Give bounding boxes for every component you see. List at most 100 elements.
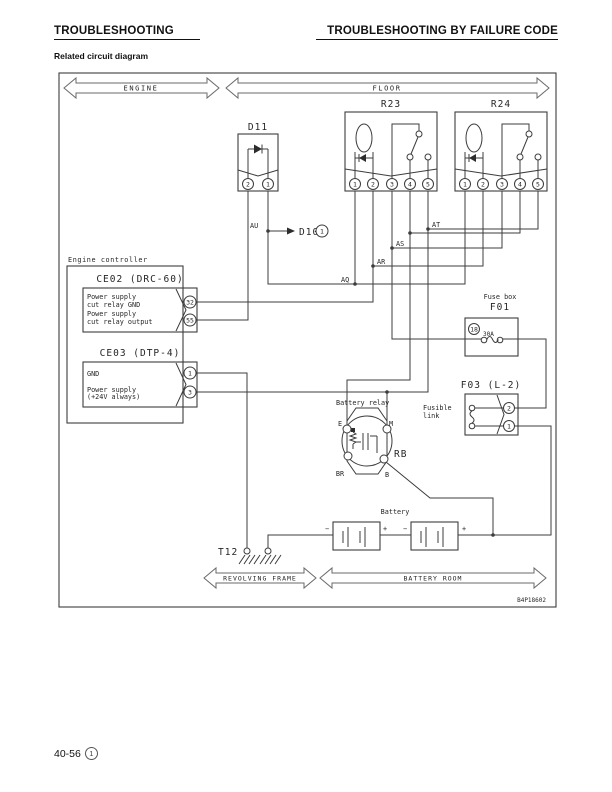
f01-label: F01 bbox=[490, 302, 510, 313]
wire-labels: AU AT AS AR AQ bbox=[250, 221, 440, 284]
zone-arrow-engine: ENGINE bbox=[63, 76, 220, 100]
battery-relay-terminal-br: BR bbox=[336, 470, 345, 478]
wire-gnd-ce03 bbox=[196, 372, 248, 548]
fuse-box-label: Fuse box bbox=[484, 293, 517, 301]
engine-controller-label: Engine controller bbox=[68, 256, 148, 264]
t12-label: T12 bbox=[218, 547, 238, 558]
wire-label-aq: AQ bbox=[341, 276, 349, 284]
ce02-pin-55: 55 bbox=[186, 317, 194, 325]
battery-cells-icon bbox=[342, 527, 366, 547]
wire-label-at: AT bbox=[432, 221, 440, 229]
component-engine-controller: Engine controller CE02 (DRC-60) Power su… bbox=[66, 256, 198, 424]
edition-badge: 1 bbox=[84, 747, 98, 760]
component-fuse-box-f01: Fuse box F01 18 30A bbox=[464, 293, 519, 357]
zone-label-battery-room: BATTERY ROOM bbox=[404, 575, 463, 583]
connector-ce03: CE03 (DTP-4) GND Power supply (+24V alwa… bbox=[82, 348, 198, 408]
wiring bbox=[196, 191, 552, 548]
d10-arrowhead-icon bbox=[287, 227, 295, 235]
wire-label-as: AS bbox=[396, 240, 404, 248]
wire-net-as-fuse bbox=[391, 248, 481, 340]
component-d11: D11 2 1 bbox=[237, 122, 279, 192]
page-header-left: TROUBLESHOOTING bbox=[54, 25, 200, 40]
battery-label: Battery bbox=[381, 508, 410, 516]
d10-label: D10 bbox=[299, 227, 319, 238]
ce02-pin2-desc1: Power supply bbox=[87, 310, 136, 318]
fusible-link-icon bbox=[469, 410, 475, 424]
component-f03: F03 (L-2) Fusible link 2 1 bbox=[423, 380, 521, 436]
ce02-pin-32: 32 bbox=[186, 299, 194, 307]
r23-label: R23 bbox=[381, 99, 401, 110]
component-d10-ref: D10 1 bbox=[299, 224, 329, 238]
f03-terminal-1: 1 bbox=[507, 423, 511, 431]
wire-b-terminal bbox=[385, 461, 494, 535]
battery-sign-minus-1: − bbox=[325, 525, 329, 533]
r23-terminal-1: 1 bbox=[353, 181, 357, 189]
d11-terminal-1: 1 bbox=[266, 181, 270, 189]
battery-relay-terminal-m: M bbox=[389, 420, 393, 428]
battery-sign-plus-2: + bbox=[462, 525, 466, 533]
component-t12-ground: T12 bbox=[218, 547, 282, 565]
zone-arrow-floor: FLOOR bbox=[225, 76, 550, 100]
d11-label: D11 bbox=[248, 122, 268, 133]
component-battery-relay: Battery relay E M BR B RB bbox=[336, 399, 407, 479]
wire-battery-gnd bbox=[267, 534, 333, 548]
r24-terminal-1: 1 bbox=[463, 181, 467, 189]
wire-net-32 bbox=[196, 266, 374, 303]
component-battery: Battery − + − + bbox=[325, 508, 466, 551]
battery-relay-tag: RB bbox=[394, 449, 407, 460]
wire-fuse-f03 bbox=[503, 338, 547, 409]
f03-label: F03 (L-2) bbox=[461, 380, 521, 391]
r23-terminal-2: 2 bbox=[371, 181, 375, 189]
relay-contact-icon bbox=[356, 433, 378, 453]
r23-terminal-3: 3 bbox=[390, 181, 394, 189]
fuse-rating: 30A bbox=[483, 331, 494, 338]
battery-relay-terminal-b: B bbox=[385, 471, 389, 479]
zone-label-floor: FLOOR bbox=[372, 85, 401, 93]
relay-contact-arm bbox=[410, 136, 419, 155]
ce02-title: CE02 (DRC-60) bbox=[96, 274, 183, 285]
junction-dots bbox=[266, 227, 495, 537]
zone-arrow-battery-room: BATTERY ROOM bbox=[319, 566, 547, 590]
relay-coil-icon bbox=[348, 431, 358, 449]
page-header-right: TROUBLESHOOTING BY FAILURE CODE bbox=[316, 25, 558, 40]
ce03-pin1-desc1: GND bbox=[87, 370, 99, 378]
wire-net-aq bbox=[267, 191, 466, 285]
page-footer: 40-56 1 bbox=[54, 747, 98, 760]
r24-terminal-3: 3 bbox=[500, 181, 504, 189]
r23-terminal-5: 5 bbox=[426, 181, 430, 189]
zone-arrow-revolving-frame: REVOLVING FRAME bbox=[203, 566, 317, 590]
d11-terminal-2: 2 bbox=[246, 181, 250, 189]
ce02-pin1-desc1: Power supply bbox=[87, 293, 136, 301]
wire-net-4-e bbox=[346, 233, 411, 425]
wire-net-at-ce03 bbox=[196, 229, 429, 393]
wire-net-55 bbox=[196, 191, 249, 321]
fuse-symbol bbox=[480, 336, 488, 344]
wire-net-as bbox=[391, 191, 503, 249]
diode-icon bbox=[254, 144, 262, 154]
ce03-pin-3: 3 bbox=[188, 389, 192, 397]
wire-label-au: AU bbox=[250, 222, 258, 230]
ce03-title: CE03 (DTP-4) bbox=[100, 348, 181, 359]
ground-icon bbox=[264, 547, 272, 555]
diode-icon bbox=[469, 154, 476, 162]
wire-net-4 bbox=[409, 191, 521, 234]
zone-label-revolving-frame: REVOLVING FRAME bbox=[223, 575, 297, 583]
diagram-code: B4P18602 bbox=[517, 597, 546, 604]
ground-icon bbox=[243, 547, 251, 555]
wire-net-at bbox=[427, 191, 539, 230]
relay-contact-arm bbox=[520, 136, 529, 155]
ce03-pin2-desc1: Power supply bbox=[87, 386, 136, 394]
relay-coil-icon bbox=[355, 123, 373, 153]
ce03-pin-1: 1 bbox=[188, 370, 192, 378]
f03-desc1: Fusible bbox=[423, 404, 452, 412]
d10-terminal: 1 bbox=[320, 228, 324, 236]
f03-terminal-2: 2 bbox=[507, 405, 511, 413]
battery-relay-label: Battery relay bbox=[336, 399, 389, 407]
ce02-pin1-desc2: cut relay GND bbox=[87, 301, 140, 309]
r24-terminal-4: 4 bbox=[518, 181, 522, 189]
fuse-element-icon bbox=[486, 336, 499, 343]
component-relay-r24: R24 1 2 3 4 5 bbox=[454, 99, 548, 192]
zone-label-engine: ENGINE bbox=[124, 85, 159, 93]
ce03-pin2-desc2: (+24V always) bbox=[87, 393, 140, 401]
